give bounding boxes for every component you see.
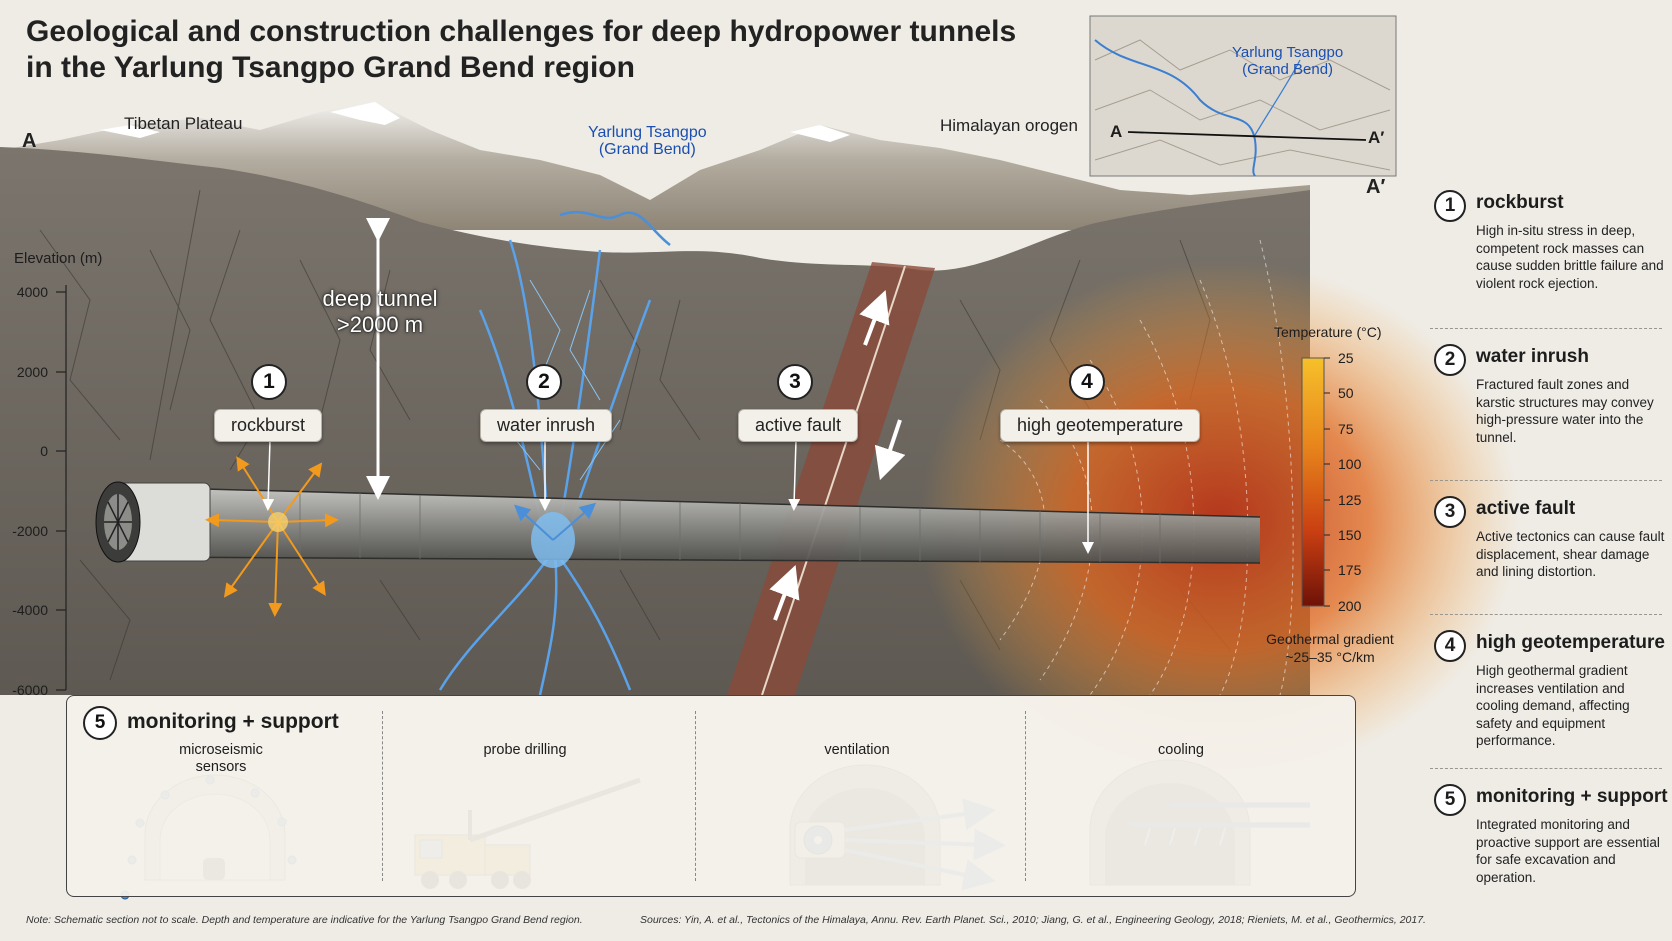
side-number: 4	[1434, 630, 1466, 662]
inset-start-label: A	[1110, 122, 1123, 141]
colorbar-tick: 75	[1338, 421, 1354, 437]
monitoring-label-microseismic: microseismic sensors	[131, 742, 311, 776]
callout-high-geotemperature: high geotemperature	[1000, 409, 1201, 442]
colorbar-tick: 175	[1338, 562, 1362, 578]
monitoring-divider	[1025, 711, 1026, 881]
side-title: water inrush	[1476, 346, 1589, 367]
side-title: high geotemperature	[1476, 632, 1665, 653]
label-line-1: microseismic	[179, 742, 263, 758]
side-description: Fractured fault zones and karstic struct…	[1476, 377, 1654, 445]
side-divider	[1430, 768, 1662, 769]
tbm-icon	[95, 481, 211, 563]
callout-water-inrush: water inrush	[480, 409, 613, 442]
fault-arrow-up	[859, 290, 890, 346]
geothermal-gradient-line-2: ~25–35 °C/km	[1285, 649, 1375, 665]
section-start-label: A	[22, 130, 37, 152]
river-label-line-2: (Grand Bend)	[598, 141, 696, 158]
side-number: 5	[1434, 784, 1466, 816]
region-label-left: Tibetan Plateau	[124, 114, 243, 133]
callout-number-1: 1	[251, 364, 287, 400]
deep-tunnel-line-2: >2000 m	[336, 312, 424, 337]
callout-number-3: 3	[777, 364, 813, 400]
temperature-colorbar	[1301, 357, 1325, 607]
elevation-axis-title: Elevation (m)	[14, 250, 103, 267]
river-label: Yarlung Tsangpo (Grand Bend)	[588, 124, 707, 158]
monitoring-number: 5	[83, 706, 117, 740]
side-description: Active tectonics can cause fault displac…	[1476, 529, 1665, 579]
geothermal-gradient-line-1: Geothermal gradient	[1266, 631, 1394, 647]
monitoring-title: monitoring + support	[127, 710, 339, 733]
monitoring-label-cooling: cooling	[1158, 742, 1204, 758]
elevation-tick: -2000	[12, 523, 48, 539]
elevation-axis	[56, 285, 67, 691]
inset-river-line-2: (Grand Bend)	[1242, 61, 1334, 78]
region-label-right: Himalayan orogen	[940, 116, 1078, 135]
temperature-legend-title: Temperature (°C)	[1274, 324, 1382, 340]
elevation-tick: 4000	[16, 284, 48, 300]
elevation-tick: 0	[40, 443, 48, 459]
colorbar-tick: 100	[1338, 456, 1362, 472]
fault-arrow-up-lower	[769, 565, 800, 621]
inset-end-label: A′	[1368, 128, 1385, 147]
section-end-label: A′	[1366, 176, 1386, 198]
tunnel	[129, 486, 1261, 564]
monitoring-panel: 5 monitoring + support microseismic sens…	[66, 695, 1356, 897]
footer-note: Note: Schematic section not to scale. De…	[26, 914, 583, 926]
inset-river-label: Yarlung Tsangpo (Grand Bend)	[1232, 44, 1343, 78]
side-title: rockburst	[1476, 192, 1564, 213]
side-title: monitoring + support	[1476, 786, 1668, 807]
monitoring-label-probe-drilling: probe drilling	[483, 742, 567, 758]
elevation-tick: 2000	[16, 364, 48, 380]
label-line-2: sensors	[195, 759, 247, 775]
side-title: active fault	[1476, 498, 1576, 519]
monitoring-divider	[382, 711, 383, 881]
water-inrush-fine	[499, 279, 621, 481]
side-number: 2	[1434, 344, 1466, 376]
side-number: 3	[1434, 496, 1466, 528]
colorbar-tick: 25	[1338, 350, 1354, 366]
elevation-tick: -4000	[12, 602, 48, 618]
deep-tunnel-line-1: deep tunnel	[322, 286, 438, 311]
side-number: 1	[1434, 190, 1466, 222]
callout-number-4: 4	[1069, 364, 1105, 400]
river-label-line-1: Yarlung Tsangpo	[588, 124, 707, 141]
colorbar-tick: 200	[1338, 598, 1362, 614]
geothermal-gradient-label: Geothermal gradient ~25–35 °C/km	[1250, 630, 1410, 666]
elevation-tick: -6000	[12, 682, 48, 698]
callout-rockburst: rockburst	[214, 409, 323, 442]
title-line-2: in the Yarlung Tsangpo Grand Bend region	[26, 51, 635, 84]
inset-map	[1089, 15, 1397, 177]
monitoring-label-ventilation: ventilation	[824, 742, 890, 758]
colorbar-tick: 150	[1338, 527, 1362, 543]
side-divider	[1430, 328, 1662, 329]
colorbar-ticks	[1324, 357, 1330, 607]
monitoring-divider	[695, 711, 696, 881]
fault-arrow-down	[874, 419, 906, 481]
side-description: Integrated monitoring and proactive supp…	[1476, 817, 1660, 885]
fault-plane	[761, 265, 906, 696]
inset-river-line-1: Yarlung Tsangpo	[1232, 44, 1344, 61]
callout-pointers	[262, 439, 1094, 554]
side-description: High in-situ stress in deep, competent r…	[1476, 223, 1664, 291]
callout-number-2: 2	[526, 364, 562, 400]
water-jet	[514, 502, 597, 568]
deep-tunnel-label: deep tunnel >2000 m	[315, 286, 445, 338]
footer-sources: Sources: Yin, A. et al., Tectonics of th…	[640, 914, 1426, 926]
colorbar-tick: 50	[1338, 385, 1354, 401]
colorbar-tick: 125	[1338, 492, 1362, 508]
callout-active-fault: active fault	[738, 409, 859, 442]
side-description: High geothermal gradient increases venti…	[1476, 663, 1630, 748]
side-divider	[1430, 614, 1662, 615]
title-line-1: Geological and construction challenges f…	[26, 15, 1017, 48]
side-divider	[1430, 480, 1662, 481]
page-title: Geological and construction challenges f…	[26, 14, 1076, 86]
rockburst-core	[268, 512, 288, 532]
